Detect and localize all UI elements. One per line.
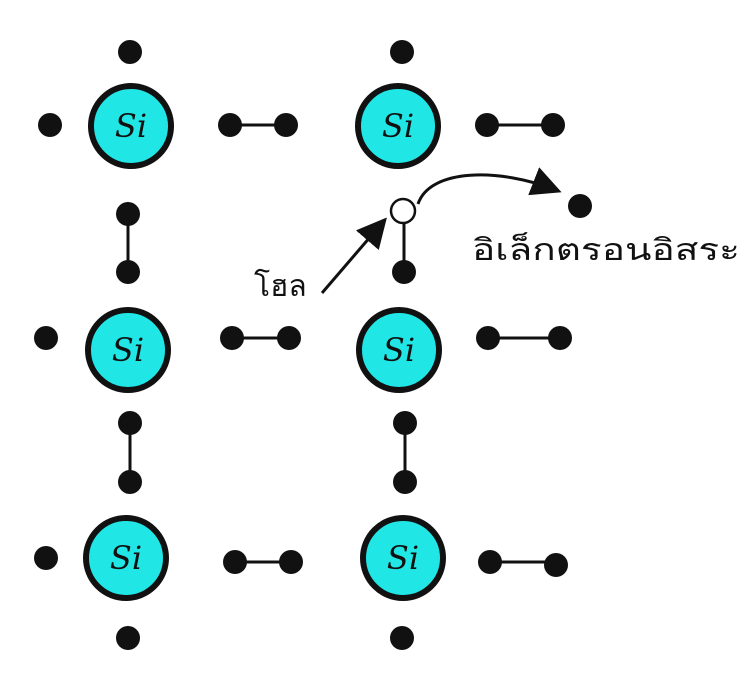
electron-dot xyxy=(390,40,414,64)
electron-dot xyxy=(548,326,572,350)
electron-dot xyxy=(541,113,565,137)
electron-dot xyxy=(118,470,142,494)
electron-dot xyxy=(218,113,242,137)
electron-dot xyxy=(274,113,298,137)
electron-dot xyxy=(544,553,568,577)
atom-r1-c2: Si xyxy=(355,83,441,169)
hole-marker xyxy=(389,197,417,225)
free-electron-dot xyxy=(568,194,592,218)
atom-label: Si xyxy=(383,331,415,369)
electron-dot xyxy=(475,113,499,137)
atom-label: Si xyxy=(387,539,419,577)
electron-dot xyxy=(393,470,417,494)
atom-label: Si xyxy=(112,331,144,369)
free-electron-label: อิเล็กตรอนอิสระ xyxy=(472,231,740,268)
electron-dot xyxy=(34,546,58,570)
electron-dot xyxy=(476,326,500,350)
electron-dot xyxy=(390,626,414,650)
electron-dot xyxy=(279,550,303,574)
atom-r3-c1: Si xyxy=(83,515,169,601)
electron-dot xyxy=(392,260,416,284)
atom-label: Si xyxy=(110,539,142,577)
electron-dot xyxy=(34,326,58,350)
atom-r2-c2: Si xyxy=(356,307,442,393)
electron-dot xyxy=(220,326,244,350)
electron-dot xyxy=(116,260,140,284)
valence-electrons xyxy=(34,40,572,650)
atom-r3-c2: Si xyxy=(360,515,446,601)
electron-dot xyxy=(116,626,140,650)
electron-dot xyxy=(223,550,247,574)
electron-dot xyxy=(38,113,62,137)
electron-dot xyxy=(277,326,301,350)
hole-pointer-arrow xyxy=(320,217,387,294)
electron-dot xyxy=(116,202,140,226)
free-electron-arrow xyxy=(416,167,562,205)
atom-label: Si xyxy=(115,107,147,145)
electron-dot xyxy=(118,411,142,435)
hole-label: โฮล xyxy=(254,268,307,304)
atom-r2-c1: Si xyxy=(85,307,171,393)
electron-dot xyxy=(393,411,417,435)
atom-label: Si xyxy=(382,107,414,145)
electron-dot xyxy=(118,40,142,64)
atom-r1-c1: Si xyxy=(88,83,174,169)
electron-dot xyxy=(478,550,502,574)
